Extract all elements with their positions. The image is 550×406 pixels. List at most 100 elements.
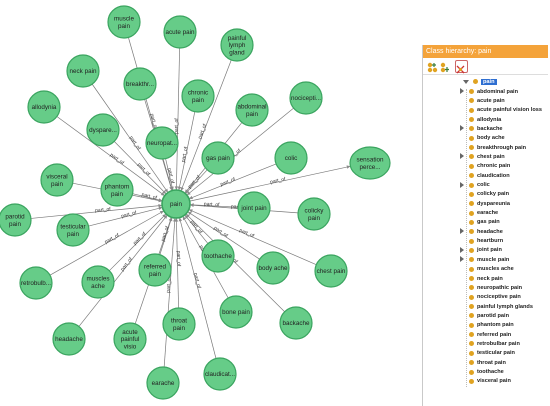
tree-item[interactable]: nociceptive pain: [469, 293, 521, 302]
graph-node-retrobulbar[interactable]: retrobulb...: [19, 266, 53, 300]
edge-label-dyspareunia: part_of: [136, 162, 152, 178]
graph-node-acute-pain[interactable]: acute pain: [163, 15, 197, 49]
tree-item[interactable]: neck pain: [469, 274, 503, 283]
edge-headache: [78, 214, 168, 327]
collapse-arrow-icon[interactable]: [463, 79, 469, 84]
node-circle: [274, 141, 308, 175]
graph-node-breakthrough[interactable]: breakthr...: [123, 67, 157, 101]
node-circle: [203, 357, 237, 391]
graph-node-dyspareunia[interactable]: dyspare...: [86, 113, 120, 147]
graph-node-neuropathic[interactable]: neuropat...: [145, 126, 179, 160]
node-label: bone pain: [222, 309, 250, 316]
tree-item[interactable]: painful lymph glands: [469, 302, 533, 311]
tree-item[interactable]: acute pain: [469, 96, 505, 105]
node-label: toothache: [204, 253, 232, 260]
expand-arrow-icon[interactable]: [460, 181, 464, 188]
node-label: pain: [111, 191, 123, 198]
tree-item[interactable]: muscle pain: [460, 255, 509, 264]
tree-item[interactable]: visceral pain: [469, 377, 511, 386]
tree-item[interactable]: retrobulbar pain: [469, 339, 520, 348]
add-sibling-icon[interactable]: [440, 60, 451, 73]
graph-node-chest-pain[interactable]: chest pain: [314, 254, 348, 288]
graph-node-earache[interactable]: earache: [146, 366, 180, 400]
edge-muscles-ache: [109, 213, 167, 271]
tree-item[interactable]: throat pain: [469, 358, 506, 367]
tree-item[interactable]: abdominal pain: [460, 87, 518, 96]
graph-node-neck-pain[interactable]: neck pain: [66, 54, 100, 88]
graph-node-headache[interactable]: headache: [52, 322, 86, 356]
tree-item[interactable]: heartburn: [469, 237, 503, 246]
tree-item[interactable]: earache: [469, 209, 498, 218]
expand-arrow-icon[interactable]: [460, 246, 464, 253]
graph-node-sensation[interactable]: sensationperce...: [349, 146, 391, 180]
tree-item[interactable]: toothache: [469, 368, 504, 377]
graph-node-gas-pain[interactable]: gas pain: [201, 141, 235, 175]
node-label: pain: [118, 23, 130, 30]
tree-item[interactable]: phantom pain: [469, 321, 514, 330]
tree-item[interactable]: claudication: [469, 171, 510, 180]
tree-item[interactable]: dyspareunia: [469, 199, 510, 208]
tree-item[interactable]: body ache: [469, 134, 505, 143]
tree-item[interactable]: testicular pain: [469, 349, 515, 358]
tree-item[interactable]: muscles ache: [469, 265, 514, 274]
tree-item-label: testicular pain: [477, 350, 515, 357]
expand-arrow-icon[interactable]: [460, 125, 464, 132]
class-icon: [469, 210, 474, 216]
edge-label-gas-pain: part_of: [187, 174, 202, 190]
edge-label-earache: part_of: [166, 276, 173, 293]
graph-node-toothache[interactable]: toothache: [201, 239, 235, 273]
expand-arrow-icon[interactable]: [460, 228, 464, 235]
node-label: joint pain: [240, 205, 267, 212]
expand-arrow-icon[interactable]: [460, 88, 464, 94]
tree-item[interactable]: backache: [460, 124, 503, 133]
tree-item[interactable]: colicky pain: [469, 190, 509, 199]
graph-node-allodynia[interactable]: allodynia: [27, 90, 61, 124]
graph-node-pain[interactable]: pain: [161, 189, 191, 219]
add-subclass-icon[interactable]: [427, 60, 438, 73]
graph-node-joint-pain[interactable]: joint pain: [237, 191, 271, 225]
tree-item[interactable]: chronic pain: [469, 162, 510, 171]
expand-arrow-icon[interactable]: [460, 256, 464, 263]
graph-node-backache[interactable]: backache: [279, 306, 313, 340]
tree-item[interactable]: neuropathic pain: [469, 283, 522, 292]
tree-item[interactable]: referred pain: [469, 330, 511, 339]
tree-item[interactable]: allodynia: [469, 115, 501, 124]
tree-root-pain[interactable]: pain: [463, 77, 497, 86]
edge-throat-pain: [175, 217, 179, 309]
edge-phantom-pain: [132, 193, 163, 202]
graph-node-body-ache[interactable]: body ache: [256, 251, 290, 285]
expand-arrow-icon[interactable]: [460, 153, 464, 160]
class-icon: [469, 117, 474, 123]
graph-node-colic[interactable]: colic: [274, 141, 308, 175]
delete-class-icon[interactable]: [455, 60, 468, 74]
tree-item[interactable]: breakthrough pain: [469, 143, 526, 152]
graph-node-nociceptive[interactable]: nocicepti...: [289, 81, 323, 115]
tree-item[interactable]: joint pain: [460, 246, 502, 255]
tree-item[interactable]: colic: [460, 181, 490, 190]
node-circle: [161, 189, 191, 219]
tree-item-label: parotid pain: [477, 312, 510, 319]
tree-item[interactable]: acute painful vision loss: [469, 106, 542, 115]
tree-item[interactable]: gas pain: [469, 218, 500, 227]
class-icon: [469, 322, 474, 328]
graph-node-claudication[interactable]: claudicat...: [203, 357, 237, 391]
graph-node-bone-pain[interactable]: bone pain: [219, 295, 253, 329]
tree-item[interactable]: parotid pain: [469, 311, 509, 320]
node-label: phantom: [105, 184, 130, 191]
tree-item[interactable]: headache: [460, 227, 503, 236]
tree-item[interactable]: chest pain: [460, 152, 505, 161]
